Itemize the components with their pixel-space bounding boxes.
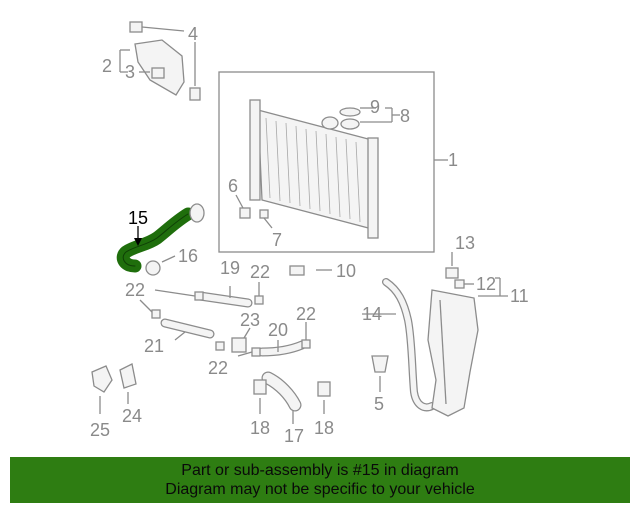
small-clamps (151, 291, 311, 357)
radiator (249, 99, 379, 239)
callout-2: 2 (102, 56, 112, 76)
callout-9: 9 (370, 97, 380, 117)
callout-11: 11 (510, 286, 529, 306)
bracket-18-left (253, 379, 267, 395)
sensor-10 (289, 265, 305, 276)
callout-5: 5 (374, 394, 384, 414)
callout-4: 4 (188, 24, 198, 44)
banner-line-1: Part or sub-assembly is #15 in diagram (181, 462, 459, 479)
callout-25: 25 (90, 420, 110, 440)
cap-13 (445, 267, 459, 279)
hose-clamp (145, 203, 205, 276)
callout-8: 8 (400, 106, 410, 126)
callout-14: 14 (362, 304, 382, 324)
callout-10: 10 (336, 261, 356, 281)
callout-22-c: 22 (296, 304, 316, 324)
callout-24: 24 (122, 406, 142, 426)
callout-22-b: 22 (250, 262, 270, 282)
fan-shroud-bracket (129, 21, 201, 101)
callout-3: 3 (125, 62, 135, 82)
callout-22-d: 22 (208, 358, 228, 378)
callout-23: 23 (240, 310, 260, 330)
callout-18-left: 18 (250, 418, 270, 438)
callout-20: 20 (268, 320, 288, 340)
callout-16: 16 (178, 246, 198, 266)
cap-5 (371, 355, 389, 373)
drain-plug (239, 207, 269, 219)
banner-line-2: Diagram may not be specific to your vehi… (165, 481, 475, 498)
brackets-24-25 (91, 363, 137, 393)
info-banner: Part or sub-assembly is #15 in diagram D… (10, 457, 630, 503)
callout-15: 15 (128, 208, 148, 228)
bracket-18-right (317, 381, 331, 397)
callout-19: 19 (220, 258, 240, 278)
parts-diagram: 1 2 3 4 5 6 7 8 9 10 11 12 13 14 15 16 1… (90, 21, 529, 446)
callout-17: 17 (284, 426, 304, 446)
callout-13: 13 (455, 233, 475, 253)
reserve-tank (427, 289, 479, 417)
radiator-cap (339, 107, 361, 130)
callout-18-right: 18 (314, 418, 334, 438)
callout-6: 6 (228, 176, 238, 196)
callout-1: 1 (448, 150, 458, 170)
clip-12 (454, 279, 465, 289)
callout-7: 7 (272, 230, 282, 250)
callout-21: 21 (144, 336, 164, 356)
radiator-group-box (218, 71, 435, 253)
callout-22-a: 22 (125, 280, 145, 300)
callout-12: 12 (476, 274, 496, 294)
